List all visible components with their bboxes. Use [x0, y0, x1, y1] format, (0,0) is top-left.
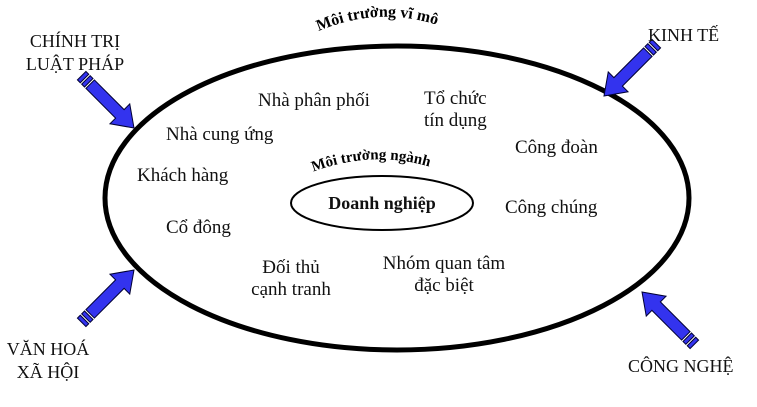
stakeholder-line: cạnh tranh [251, 279, 331, 300]
stakeholder-special-interest-groups: Nhóm quan tâm đặc biệt [372, 253, 516, 297]
force-culture-society: VĂN HOÁ XÃ HỘI [0, 338, 96, 384]
force-politics-law: CHÍNH TRỊ LUẬT PHÁP [10, 30, 140, 76]
stakeholder-line: đặc biệt [414, 275, 474, 296]
stakeholder-line: Tổ chức [424, 88, 487, 109]
stakeholder-suppliers: Nhà cung ứng [166, 124, 274, 145]
stakeholder-line: Nhóm quan tâm [382, 253, 506, 274]
force-line: CHÍNH TRỊ [29, 31, 121, 51]
stakeholder-line: Đối thủ [262, 257, 320, 278]
core-business-ellipse [290, 175, 474, 231]
macro-environment-ellipse [102, 43, 692, 353]
force-technology: CÔNG NGHỆ [628, 355, 734, 378]
arrow-icon-technology [631, 281, 705, 355]
arrow-icon-politics [71, 65, 145, 139]
stakeholder-public: Công chúng [505, 197, 598, 218]
stakeholder-customers: Khách hàng [137, 165, 229, 186]
force-line: VĂN HOÁ [6, 339, 90, 359]
force-economy: KINH TẾ [648, 24, 719, 47]
arrow-icon-culture [71, 259, 145, 333]
force-line: CÔNG NGHỆ [628, 356, 734, 376]
stakeholder-shareholders: Cổ đông [166, 217, 231, 238]
stakeholder-competitors: Đối thủ cạnh tranh [236, 257, 346, 301]
industry-environment-title: Môi trường ngành [309, 147, 433, 175]
macro-environment-title: Môi trường vĩ mô [314, 4, 441, 35]
stakeholder-line: tín dụng [424, 110, 487, 131]
stakeholder-labor-unions: Công đoàn [515, 137, 598, 158]
force-line: XÃ HỘI [16, 362, 80, 382]
core-business-label: Doanh nghiệp [328, 193, 436, 213]
force-line: LUẬT PHÁP [25, 54, 125, 74]
force-line: KINH TẾ [648, 25, 720, 45]
stakeholder-distributors: Nhà phân phối [258, 90, 370, 111]
stakeholder-credit-institutions: Tổ chức tín dụng [424, 88, 487, 132]
